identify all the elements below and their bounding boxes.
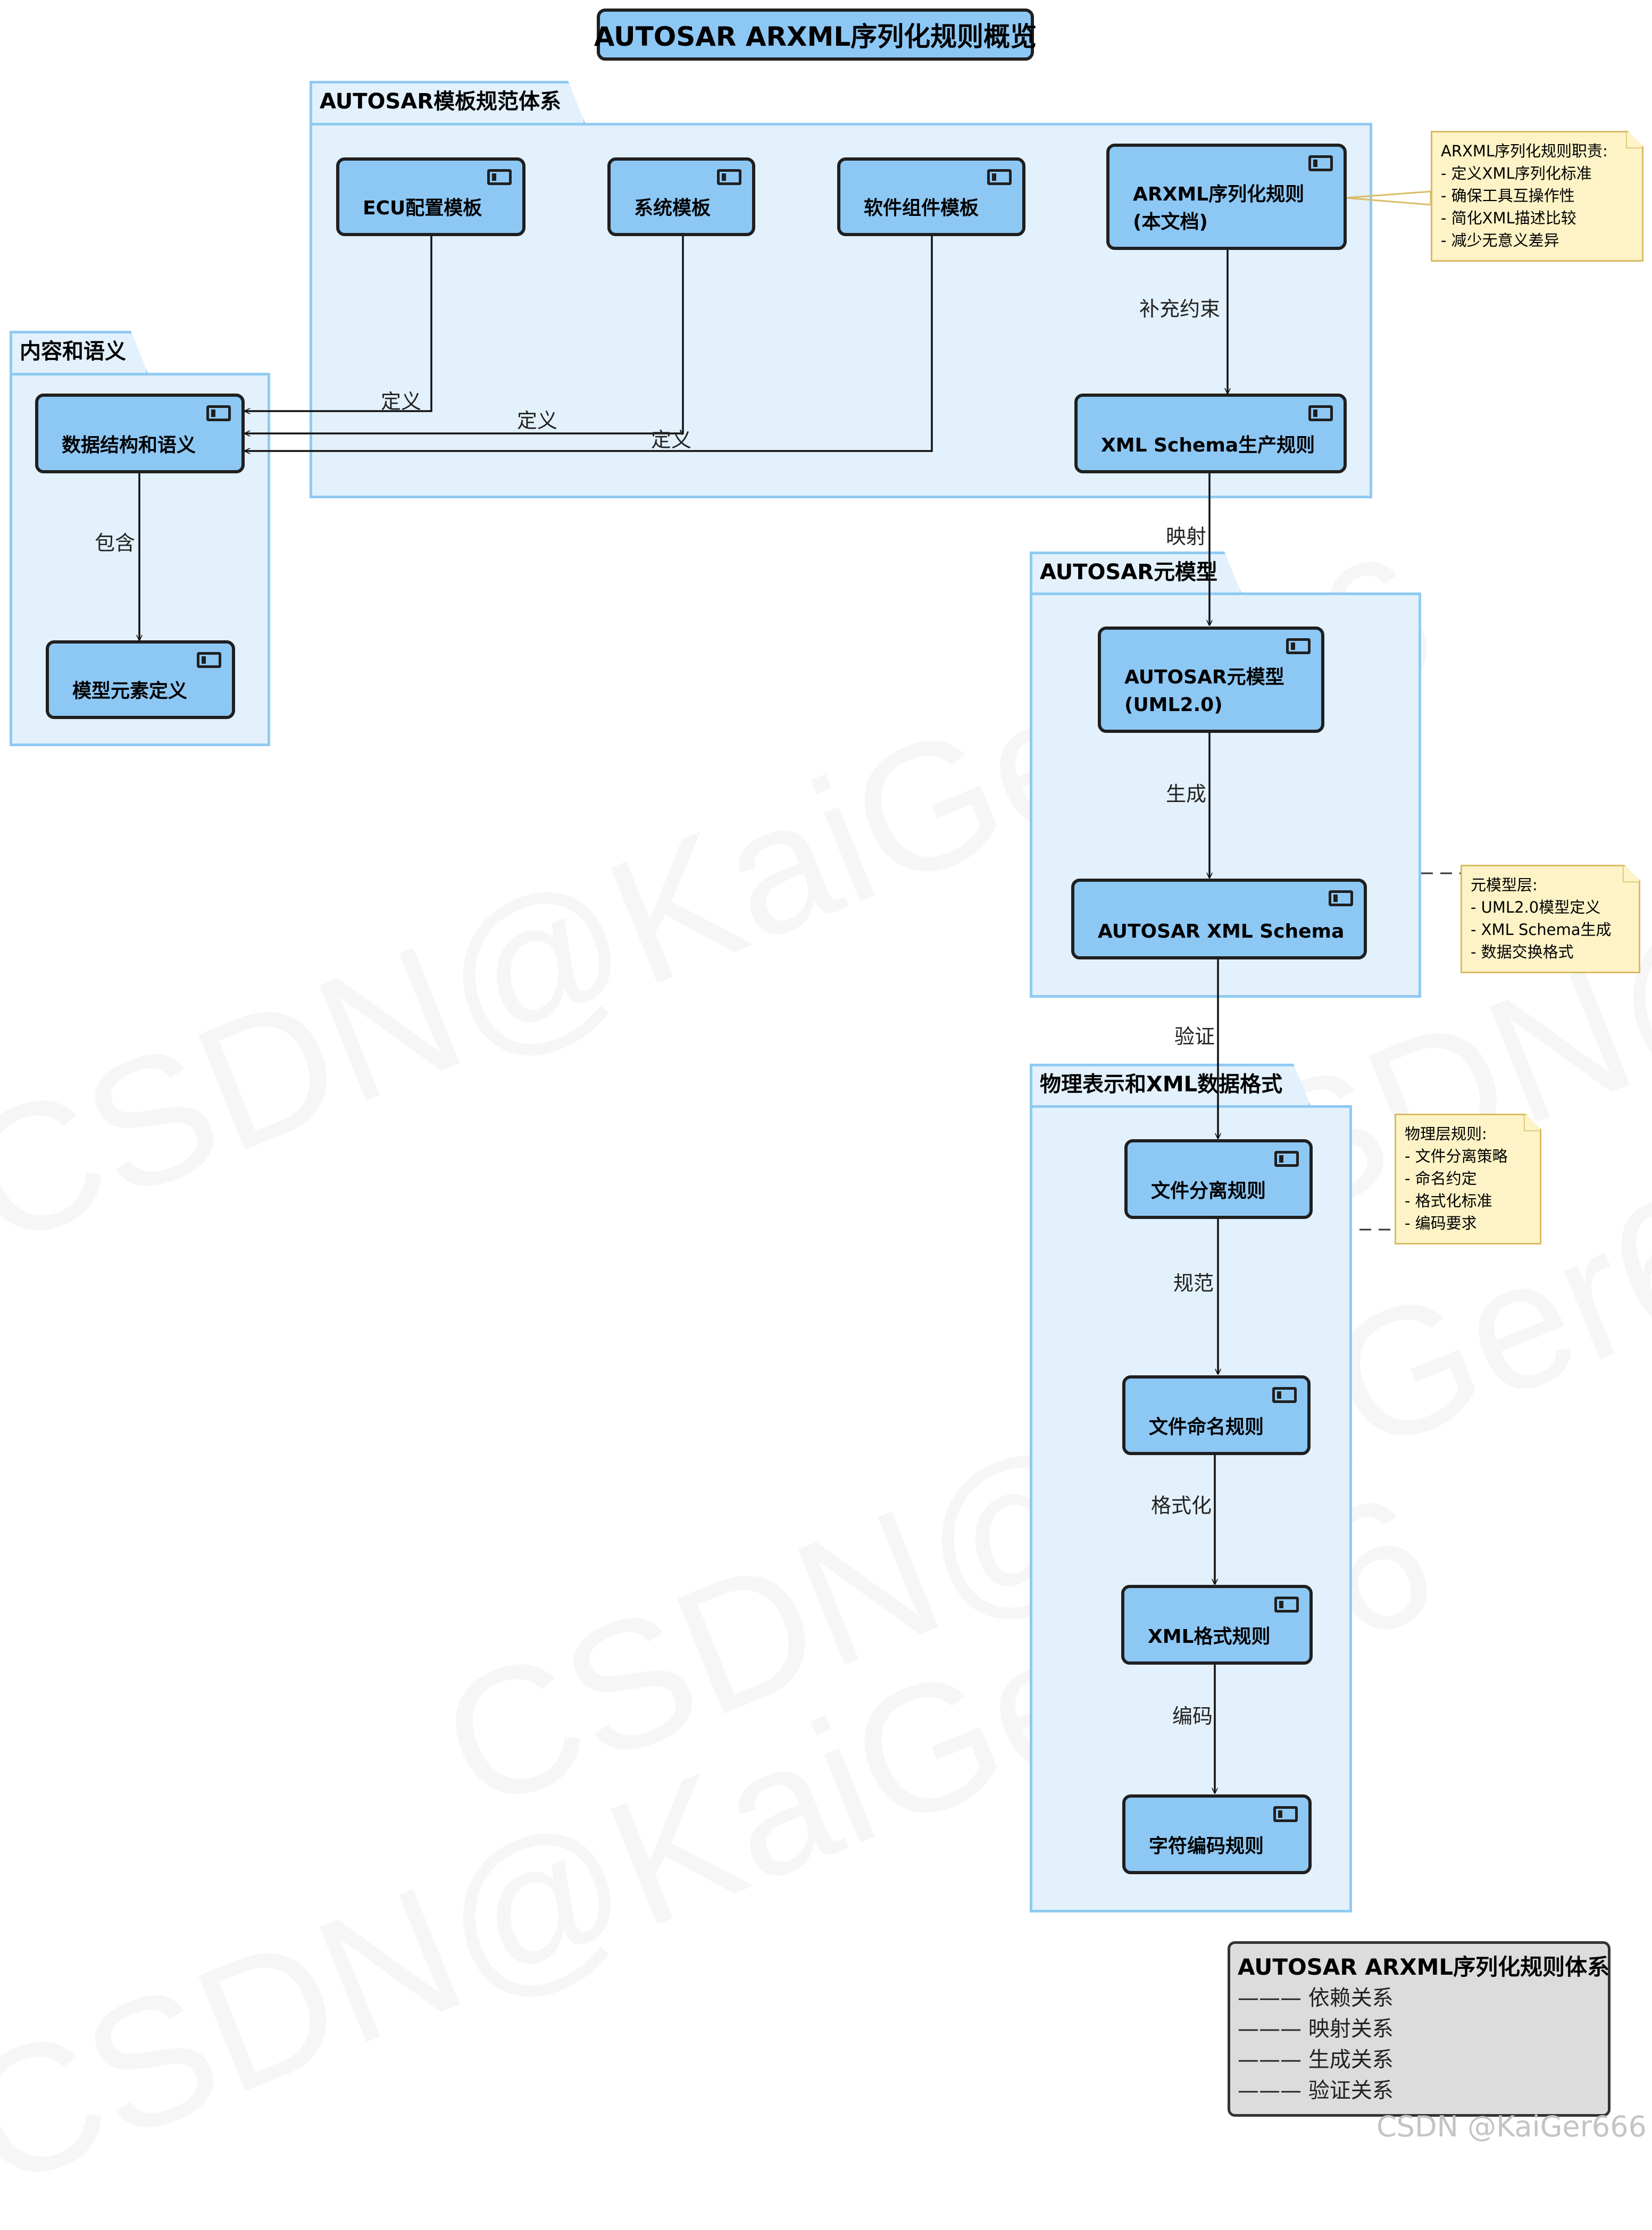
component-icon xyxy=(197,652,221,668)
component-autosar-xml-schema[interactable]: AUTOSAR XML Schema xyxy=(1071,879,1367,959)
component-label-line1: AUTOSAR元模型 xyxy=(1124,666,1284,688)
component-data-structure-semantics[interactable]: 数据结构和语义 xyxy=(35,394,245,473)
component-xml-format-rules[interactable]: XML格式规则 xyxy=(1121,1585,1313,1665)
component-icon xyxy=(206,405,231,421)
note-line: - 简化XML描述比较 xyxy=(1441,209,1576,228)
note-line: - 文件分离策略 xyxy=(1405,1147,1508,1166)
note-fold-icon xyxy=(1626,131,1643,148)
note-line: - 确保工具互操作性 xyxy=(1441,187,1575,205)
package-tab-metamodel: AUTOSAR元模型 xyxy=(1030,552,1242,596)
component-label-line1: ARXML序列化规则 xyxy=(1133,183,1305,205)
component-icon xyxy=(1286,638,1311,654)
component-label: 字符编码规则 xyxy=(1149,1835,1264,1857)
edge-label-contains: 包含 xyxy=(95,531,136,555)
package-tab-template: AUTOSAR模板规范体系 xyxy=(310,81,586,126)
note-line: - 命名约定 xyxy=(1405,1170,1477,1188)
edge-label-define: 定义 xyxy=(381,390,422,413)
component-label: 文件分离规则 xyxy=(1151,1180,1266,1202)
package-tab-content: 内容和语义 xyxy=(10,331,149,375)
component-label: ARXML序列化规则 (本文档) xyxy=(1133,181,1304,236)
edge-label-format: 格式化 xyxy=(1151,1494,1212,1517)
edge-label-define: 定义 xyxy=(651,428,692,452)
note-line: - 减少无意义差异 xyxy=(1441,231,1559,250)
legend-box: AUTOSAR ARXML序列化规则体系 ——— 依赖关系 ——— 映射关系 —… xyxy=(1228,1941,1611,2117)
legend-item-verification: ——— 验证关系 xyxy=(1238,2078,1394,2103)
component-label: AUTOSAR XML Schema xyxy=(1098,920,1345,942)
legend-item-mapping: ——— 映射关系 xyxy=(1238,2016,1394,2041)
connector-lines xyxy=(0,190,1461,2148)
component-label: XML Schema生产规则 xyxy=(1101,434,1315,456)
component-label: ECU配置模板 xyxy=(363,197,482,219)
component-label: XML格式规则 xyxy=(1148,1625,1271,1648)
note-anchor-arxml xyxy=(1345,190,1432,206)
component-label: 文件命名规则 xyxy=(1149,1416,1264,1438)
component-label: AUTOSAR元模型 (UML2.0) xyxy=(1124,664,1284,719)
component-icon xyxy=(1308,405,1333,421)
component-file-separation-rules[interactable]: 文件分离规则 xyxy=(1124,1139,1313,1219)
component-label: 系统模板 xyxy=(634,197,711,219)
component-icon xyxy=(1274,1151,1299,1167)
edge-label-supplement: 补充约束 xyxy=(1139,297,1221,321)
edge-ecu-define xyxy=(245,235,432,411)
component-icon xyxy=(987,169,1012,185)
edge-label-encode: 编码 xyxy=(1172,1705,1213,1728)
legend-item-generation: ——— 生成关系 xyxy=(1238,2047,1394,2072)
component-icon xyxy=(1272,1387,1297,1403)
component-swc-template[interactable]: 软件组件模板 xyxy=(837,157,1025,236)
note-line: - 定义XML序列化标准 xyxy=(1441,164,1592,183)
package-physical xyxy=(1030,1105,1352,1912)
component-xml-schema-production-rules[interactable]: XML Schema生产规则 xyxy=(1074,394,1347,473)
component-label: 数据结构和语义 xyxy=(62,434,196,456)
package-label-content: 内容和语义 xyxy=(20,339,126,364)
component-icon xyxy=(1274,1597,1299,1613)
note-line: - XML Schema生成 xyxy=(1471,921,1612,939)
credit-watermark: CSDN @KaiGer666 xyxy=(1376,2110,1647,2143)
component-label-line2: (本文档) xyxy=(1133,211,1208,233)
note-line: 物理层规则: xyxy=(1405,1125,1487,1143)
note-line: 元模型层: xyxy=(1471,876,1538,894)
component-label: 模型元素定义 xyxy=(72,680,188,702)
component-icon xyxy=(717,169,741,185)
package-label-metamodel: AUTOSAR元模型 xyxy=(1040,560,1218,584)
package-label-template: AUTOSAR模板规范体系 xyxy=(320,89,562,114)
note-metamodel-layer: 元模型层: - UML2.0模型定义 - XML Schema生成 - 数据交换… xyxy=(1461,865,1640,973)
note-line: - 数据交换格式 xyxy=(1471,943,1574,962)
package-label-physical: 物理表示和XML数据格式 xyxy=(1040,1072,1283,1097)
component-arxml-serialization-rules[interactable]: ARXML序列化规则 (本文档) xyxy=(1106,144,1347,250)
legend-title: AUTOSAR ARXML序列化规则体系 xyxy=(1238,1954,1610,1980)
note-line: - UML2.0模型定义 xyxy=(1471,898,1601,917)
note-line: ARXML序列化规则职责: xyxy=(1441,142,1608,160)
note-line: - 格式化标准 xyxy=(1405,1192,1492,1210)
component-system-template[interactable]: 系统模板 xyxy=(607,157,755,236)
component-icon xyxy=(1273,1806,1298,1822)
note-fold-icon xyxy=(1623,865,1640,882)
note-physical-layer: 物理层规则: - 文件分离策略 - 命名约定 - 格式化标准 - 编码要求 xyxy=(1395,1114,1541,1245)
edge-swc-define xyxy=(245,235,933,451)
edge-system-define xyxy=(245,235,684,433)
edge-label-mapping: 映射 xyxy=(1166,525,1207,548)
component-model-element-definition[interactable]: 模型元素定义 xyxy=(46,640,235,719)
component-icon xyxy=(1329,890,1353,906)
component-file-naming-rules[interactable]: 文件命名规则 xyxy=(1122,1375,1311,1455)
edge-label-define: 定义 xyxy=(517,409,558,432)
legend-item-dependency: ——— 依赖关系 xyxy=(1238,1985,1394,2010)
diagram-canvas: CSDN@KaiGer666 CSDN@KaiGer666 CSDN@KaiGe… xyxy=(0,9,1647,2148)
component-label: 软件组件模板 xyxy=(864,197,979,219)
component-icon xyxy=(1308,155,1333,171)
edge-label-verify: 验证 xyxy=(1174,1025,1215,1048)
note-fold-icon xyxy=(1524,1114,1541,1131)
note-arxml-responsibilities: ARXML序列化规则职责: - 定义XML序列化标准 - 确保工具互操作性 - … xyxy=(1431,131,1643,262)
component-autosar-metamodel[interactable]: AUTOSAR元模型 (UML2.0) xyxy=(1098,627,1324,733)
edge-label-generate: 生成 xyxy=(1166,782,1207,806)
component-icon xyxy=(487,169,512,185)
edge-label-standard: 规范 xyxy=(1173,1272,1214,1295)
component-ecu-config-template[interactable]: ECU配置模板 xyxy=(336,157,525,236)
component-char-encoding-rules[interactable]: 字符编码规则 xyxy=(1122,1794,1312,1874)
diagram-title: AUTOSAR ARXML序列化规则概览 xyxy=(594,9,1037,61)
component-label-line2: (UML2.0) xyxy=(1124,694,1223,716)
note-line: - 编码要求 xyxy=(1405,1214,1477,1233)
